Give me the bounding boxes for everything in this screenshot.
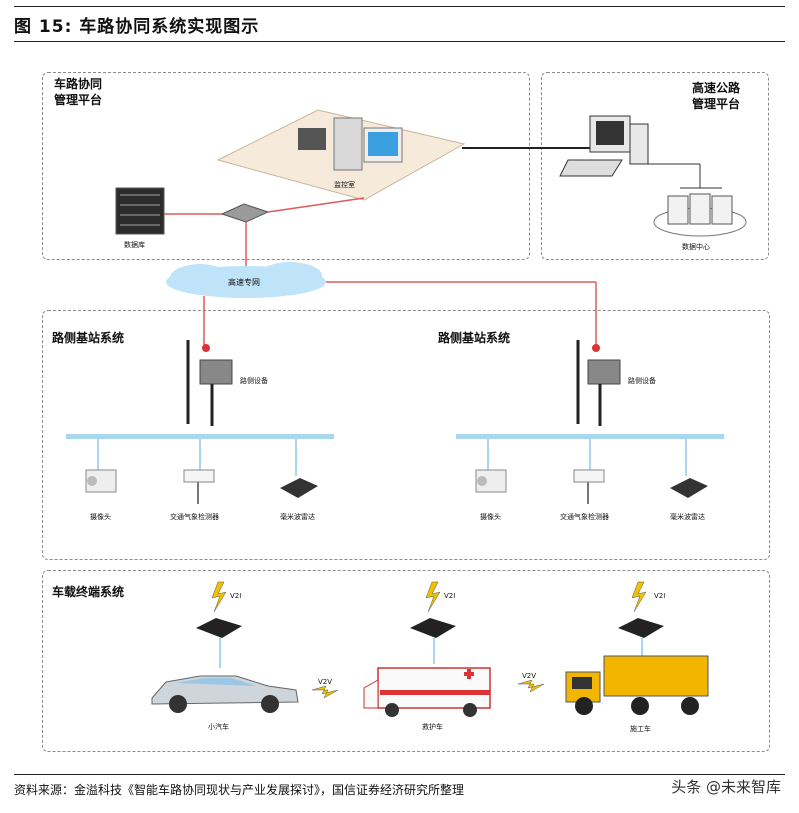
figure-title: 图 15: 车路协同系统实现图示 — [14, 16, 260, 37]
source-text: 资料来源：金溢科技《智能车路协同现状与产业发展探讨》，国信证券经济研究所整理 — [14, 783, 465, 797]
server-icon — [333, 117, 363, 171]
vehicle-box — [42, 570, 770, 752]
weather-sensor-icon-right — [573, 469, 605, 483]
switch-icon — [220, 203, 270, 223]
truck-bed-icon — [603, 655, 709, 697]
datacenter-label: 数据中心 — [682, 243, 710, 251]
printer-icon — [298, 128, 326, 150]
vehicle-system-label: 车载终端系统 — [52, 585, 125, 599]
bus-right — [456, 434, 724, 439]
roadside-unit-left — [199, 359, 233, 385]
camera-left-label: 摄像头 — [90, 513, 111, 521]
signal-icon-ambulance — [425, 581, 441, 613]
obu-icon-ambulance — [410, 618, 456, 638]
source-note: 资料来源：金溢科技《智能车路协同现状与产业发展探讨》，国信证券经济研究所整理 — [14, 774, 785, 798]
radar-icon-left — [280, 478, 318, 498]
highway-platform-label: 高速公路 管理平台 — [692, 81, 741, 111]
bus-left — [66, 434, 334, 439]
roadside-right-device-label: 路侧设备 — [628, 377, 656, 385]
signal-icon-truck — [631, 581, 647, 613]
car-label: 小汽车 — [208, 723, 229, 731]
truck-label: 施工车 — [630, 725, 651, 733]
radar-icon-right — [670, 478, 708, 498]
watermark: 头条 @未来智库 — [671, 778, 781, 796]
roadside-left-device-label: 路侧设备 — [240, 377, 268, 385]
v2v-label-2: V2V — [522, 672, 537, 680]
weather-right-label: 交通气象检测器 — [560, 513, 609, 521]
camera-right-label: 摄像头 — [480, 513, 501, 521]
v2i-label-car: V2I — [230, 592, 242, 600]
camera-icon-left — [85, 469, 117, 493]
obu-icon-truck — [618, 618, 664, 638]
rsu-right-label: 毫米波雷达 — [670, 513, 705, 521]
datacenter-server-1 — [667, 195, 689, 225]
rsu-left-label: 毫米波雷达 — [280, 513, 315, 521]
datacenter-server-2 — [689, 193, 711, 225]
v2i-label-ambulance: V2I — [444, 592, 456, 600]
weather-left-label: 交通气象检测器 — [170, 513, 219, 521]
ambulance-label: 救护车 — [422, 723, 443, 731]
camera-icon-right — [475, 469, 507, 493]
roadside-unit-right — [587, 359, 621, 385]
signal-icon-car — [211, 581, 227, 613]
keyboard-icon — [559, 159, 623, 177]
obu-icon-car — [196, 618, 242, 638]
v2v-label-1: V2V — [318, 678, 333, 686]
monitor-room-label: 监控室 — [334, 181, 355, 189]
datacenter-server-3 — [711, 195, 733, 225]
roadside-box — [42, 310, 770, 560]
network-label: 高速专网 — [228, 278, 260, 287]
platform-label: 车路协同 管理平台 — [54, 77, 103, 107]
v2v-icon-1 — [311, 685, 339, 699]
platform-box — [42, 72, 530, 260]
v2i-label-truck: V2I — [654, 592, 666, 600]
database-label: 数据库 — [124, 241, 145, 249]
roadside-right-label: 路侧基站系统 — [438, 331, 511, 345]
figure-header: 图 15: 车路协同系统实现图示 — [14, 6, 785, 42]
weather-sensor-icon-left — [183, 469, 215, 483]
roadside-left-label: 路侧基站系统 — [52, 331, 125, 345]
v2v-icon-2 — [517, 679, 545, 693]
highway-platform-box — [541, 72, 769, 260]
